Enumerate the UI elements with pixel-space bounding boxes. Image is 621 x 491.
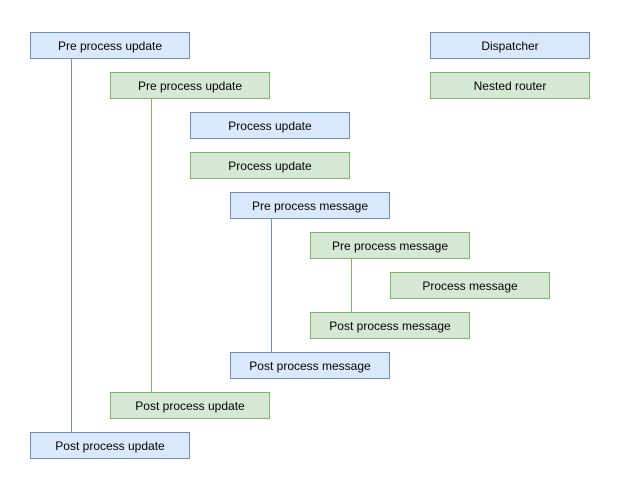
- node-post-process-update-dispatcher[interactable]: Post process update: [30, 432, 190, 459]
- node-post-process-message-router[interactable]: Post process message: [310, 312, 470, 339]
- node-pre-process-message-router[interactable]: Pre process message: [310, 232, 470, 259]
- node-process-update-dispatcher[interactable]: Process update: [190, 112, 350, 139]
- node-post-process-message-dispatcher[interactable]: Post process message: [230, 352, 390, 379]
- connector-update-router[interactable]: [151, 99, 152, 392]
- node-label: Process update: [228, 158, 312, 173]
- node-process-update-router[interactable]: Process update: [190, 152, 350, 179]
- legend-dispatcher[interactable]: Dispatcher: [430, 32, 590, 59]
- connector-update-dispatcher[interactable]: [71, 59, 72, 432]
- node-pre-process-update-router[interactable]: Pre process update: [110, 72, 270, 99]
- node-label: Pre process message: [331, 238, 449, 253]
- node-pre-process-update-dispatcher[interactable]: Pre process update: [30, 32, 190, 59]
- node-label: Process update: [228, 118, 312, 133]
- legend-label: Nested router: [473, 78, 547, 93]
- legend-label: Dispatcher: [481, 38, 539, 53]
- node-label: Process message: [422, 278, 518, 293]
- node-label: Post process update: [135, 398, 245, 413]
- node-label: Post process message: [249, 358, 371, 373]
- legend-nested-router[interactable]: Nested router: [430, 72, 590, 99]
- node-post-process-update-router[interactable]: Post process update: [110, 392, 270, 419]
- node-label: Pre process update: [137, 78, 243, 93]
- connector-message-dispatcher[interactable]: [271, 219, 272, 352]
- node-label: Post process message: [329, 318, 451, 333]
- node-process-message-router[interactable]: Process message: [390, 272, 550, 299]
- connector-message-router[interactable]: [351, 259, 352, 312]
- node-pre-process-message-dispatcher[interactable]: Pre process message: [230, 192, 390, 219]
- node-label: Pre process message: [251, 198, 369, 213]
- node-label: Post process update: [55, 438, 165, 453]
- node-label: Pre process update: [57, 38, 163, 53]
